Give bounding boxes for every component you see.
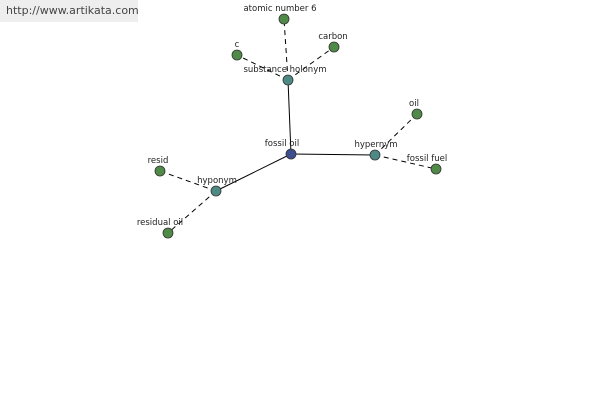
word-node-fossil-fuel[interactable]: fossil fuel: [407, 154, 447, 175]
word-node-fossil-fuel-label[interactable]: fossil fuel: [407, 154, 447, 164]
word-node-atomic-number-6-dot[interactable]: [278, 13, 290, 25]
relation-node-hypernym-dot[interactable]: [369, 149, 381, 161]
relation-node-hypernym-label[interactable]: hypernym: [354, 140, 397, 150]
center-node-fossil-oil[interactable]: fossil oil: [265, 139, 299, 160]
word-node-oil[interactable]: oil: [409, 99, 423, 120]
word-node-carbon[interactable]: carbon: [318, 32, 348, 53]
edge-center-hyponym: [215, 153, 292, 192]
edge-center-substance-holonym: [287, 79, 292, 155]
relation-node-substance-holonym-dot[interactable]: [282, 74, 294, 86]
center-node-fossil-oil-label[interactable]: fossil oil: [265, 139, 299, 149]
edge-hypernym-fossil-fuel: [374, 154, 437, 170]
word-node-c-label[interactable]: c: [235, 40, 240, 50]
word-node-resid-label[interactable]: resid: [148, 156, 169, 166]
edge-substance-holonym-carbon: [287, 46, 335, 81]
word-node-carbon-dot[interactable]: [328, 41, 340, 53]
word-node-atomic-number-6-label[interactable]: atomic number 6: [243, 4, 316, 14]
word-node-oil-dot[interactable]: [411, 108, 423, 120]
word-node-c[interactable]: c: [231, 40, 243, 61]
edges-layer: [159, 18, 437, 234]
word-node-residual-oil[interactable]: residual oil: [137, 218, 183, 239]
relation-node-hyponym-label[interactable]: hyponym: [197, 176, 237, 186]
edge-substance-holonym-atomic-number-6: [283, 18, 289, 81]
nodes-layer: fossil oil substance holonym atomic number…: [137, 4, 447, 239]
word-node-carbon-label[interactable]: carbon: [318, 32, 347, 42]
word-node-oil-label[interactable]: oil: [409, 99, 419, 109]
relation-node-hyponym[interactable]: hyponym: [197, 176, 237, 197]
word-node-atomic-number-6[interactable]: atomic number 6: [243, 4, 317, 25]
edge-hypernym-oil: [374, 113, 418, 156]
edge-center-hypernym: [290, 153, 376, 156]
word-node-resid[interactable]: resid: [148, 156, 169, 177]
center-node-fossil-oil-dot[interactable]: [285, 148, 297, 160]
word-node-residual-oil-dot[interactable]: [162, 227, 174, 239]
edge-hyponym-residual-oil: [167, 190, 217, 234]
edge-hyponym-resid: [159, 170, 217, 192]
word-node-resid-dot[interactable]: [154, 165, 166, 177]
edge-substance-holonym-c: [236, 54, 289, 81]
relation-node-substance-holonym[interactable]: substance holonym: [243, 65, 327, 86]
relation-node-substance-holonym-label[interactable]: substance holonym: [243, 65, 326, 75]
relation-node-hypernym[interactable]: hypernym: [354, 140, 398, 161]
word-node-c-dot[interactable]: [231, 49, 243, 61]
word-node-fossil-fuel-dot[interactable]: [430, 163, 442, 175]
relation-node-hyponym-dot[interactable]: [210, 185, 222, 197]
word-node-residual-oil-label[interactable]: residual oil: [137, 218, 183, 228]
site-url-link[interactable]: http://www.artikata.com: [0, 0, 139, 22]
